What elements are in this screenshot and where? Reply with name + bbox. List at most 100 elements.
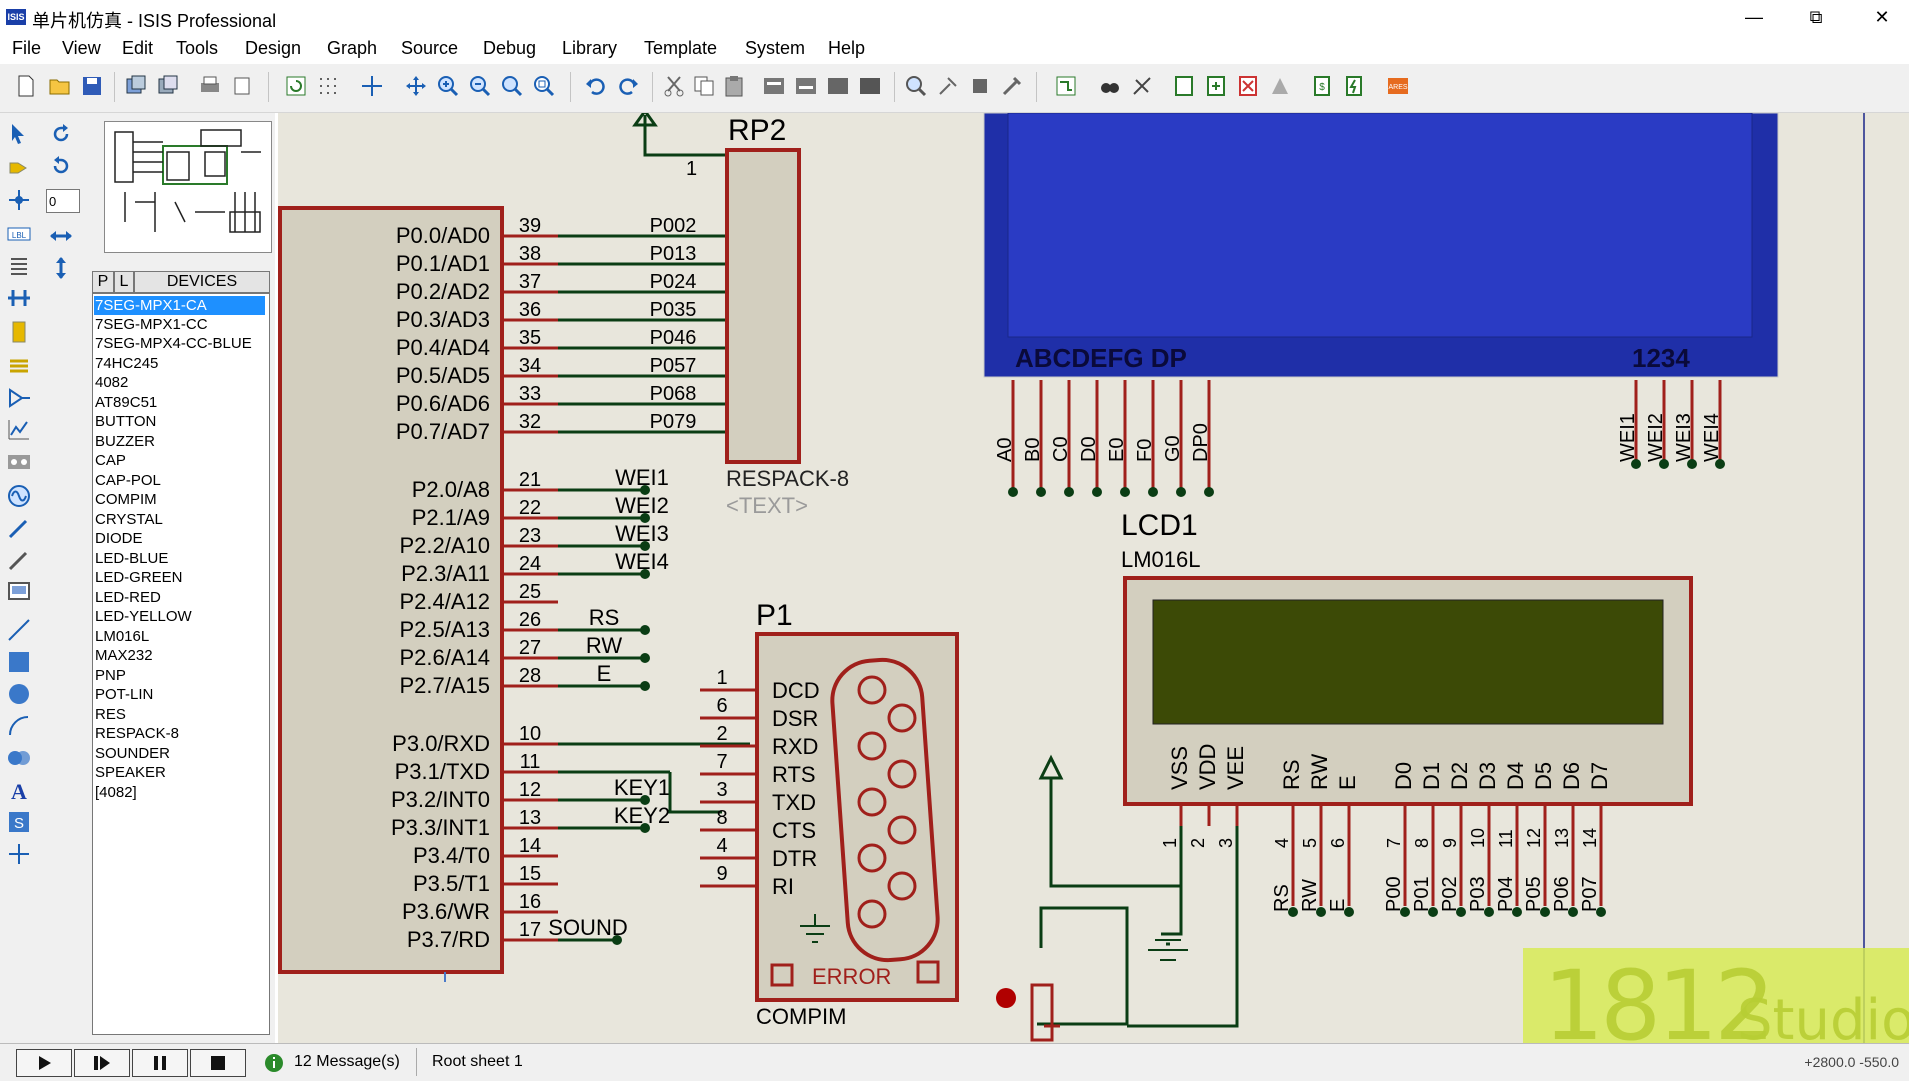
current-probe-icon[interactable] [6, 547, 32, 573]
redraw-icon[interactable] [284, 74, 308, 98]
false-origin-icon[interactable] [360, 74, 384, 98]
text-tool-icon[interactable]: A [6, 777, 32, 803]
device-item[interactable]: RES [95, 706, 126, 723]
zoom-in-icon[interactable] [436, 74, 460, 98]
device-item[interactable]: LED-BLUE [95, 550, 169, 567]
block-rotate-icon[interactable] [826, 74, 850, 98]
device-item[interactable]: CAP [95, 452, 126, 469]
mirror-x-icon[interactable] [48, 223, 74, 249]
generator-icon[interactable] [6, 483, 32, 509]
step-button[interactable] [74, 1049, 130, 1077]
menu-template[interactable]: Template [644, 38, 718, 58]
electrical-check-icon[interactable] [1342, 74, 1366, 98]
grid-toggle-icon[interactable] [316, 74, 340, 98]
zoom-area-icon[interactable] [532, 74, 556, 98]
print-icon[interactable] [198, 74, 222, 98]
play-button[interactable] [16, 1049, 72, 1077]
menu-tools[interactable]: Tools [176, 38, 219, 58]
rotate-cw-icon[interactable] [48, 121, 74, 147]
make-device-icon[interactable] [936, 74, 960, 98]
redo-icon[interactable] [616, 74, 640, 98]
menu-library[interactable]: Library [562, 38, 618, 58]
save-icon[interactable] [80, 74, 104, 98]
zoom-out-icon[interactable] [468, 74, 492, 98]
close-button[interactable]: ✕ [1874, 7, 1890, 27]
circle-tool-icon[interactable] [6, 681, 32, 707]
stop-button[interactable] [190, 1049, 246, 1077]
menu-source[interactable]: Source [401, 38, 459, 58]
netlist-to-ares-icon[interactable]: ARES [1386, 74, 1410, 98]
menu-file[interactable]: File [12, 38, 42, 58]
symbol-tool-icon[interactable]: S [6, 809, 32, 835]
device-item[interactable]: 4082 [95, 374, 129, 391]
device-item[interactable]: POT-LIN [95, 686, 154, 703]
block-delete-icon[interactable] [858, 74, 882, 98]
block-copy-icon[interactable] [762, 74, 786, 98]
mirror-y-icon[interactable] [48, 255, 74, 281]
device-item[interactable]: 7SEG-MPX4-CC-BLUE [95, 335, 252, 352]
subcircuit-icon[interactable] [6, 319, 32, 345]
export-section-icon[interactable] [156, 74, 180, 98]
exit-parent-icon[interactable] [1268, 74, 1292, 98]
terminals-icon[interactable] [6, 353, 32, 379]
wire-label-icon[interactable]: LBL [6, 221, 32, 247]
graph-mode-icon[interactable] [6, 417, 32, 443]
device-item[interactable]: MAX232 [95, 647, 153, 664]
device-item[interactable]: 7SEG-MPX1-CC [95, 316, 208, 333]
device-item[interactable]: LED-YELLOW [95, 608, 192, 625]
bill-of-materials-icon[interactable]: $ [1310, 74, 1334, 98]
device-item[interactable]: DIODE [95, 530, 143, 547]
menu-graph[interactable]: Graph [327, 38, 378, 58]
cut-icon[interactable] [662, 74, 686, 98]
potentiometer[interactable] [1030, 983, 1054, 1042]
menu-edit[interactable]: Edit [122, 38, 154, 58]
mcu-body[interactable] [278, 206, 504, 974]
paste-icon[interactable] [722, 74, 746, 98]
remove-sheet-icon[interactable] [1236, 74, 1260, 98]
copy-icon[interactable] [692, 74, 716, 98]
tape-recorder-icon[interactable] [6, 449, 32, 475]
library-manager-tab[interactable]: L [114, 271, 134, 293]
device-item[interactable]: BUZZER [95, 433, 155, 450]
device-item[interactable]: BUTTON [95, 413, 157, 430]
restore-button[interactable]: ⧉ [1809, 7, 1823, 27]
text-script-icon[interactable] [6, 253, 32, 279]
device-item[interactable]: LED-GREEN [95, 569, 183, 586]
line-tool-icon[interactable] [6, 617, 32, 643]
menu-system[interactable]: System [745, 38, 806, 58]
center-pan-icon[interactable] [404, 74, 428, 98]
minimize-button[interactable]: — [1745, 7, 1763, 27]
bus-icon[interactable] [6, 285, 32, 311]
device-item[interactable]: LED-RED [95, 589, 161, 606]
wire-autoroute-icon[interactable] [1054, 74, 1078, 98]
device-item[interactable]: LM016L [95, 628, 150, 645]
message-count[interactable]: 12 Message(s) [294, 1053, 400, 1070]
undo-icon[interactable] [584, 74, 608, 98]
junction-dot-icon[interactable] [6, 187, 32, 213]
rotate-ccw-icon[interactable] [48, 153, 74, 179]
voltage-probe-icon[interactable] [6, 515, 32, 541]
zoom-all-icon[interactable] [500, 74, 524, 98]
new-sheet-icon[interactable] [1172, 74, 1196, 98]
device-item[interactable]: SOUNDER [95, 745, 171, 762]
device-item[interactable]: [4082] [95, 784, 137, 801]
pick-device-icon[interactable] [904, 74, 928, 98]
device-item[interactable]: PNP [95, 667, 126, 684]
open-folder-icon[interactable] [48, 74, 72, 98]
packaging-tool-icon[interactable] [968, 74, 992, 98]
menu-design[interactable]: Design [245, 38, 302, 58]
menu-debug[interactable]: Debug [483, 38, 537, 58]
menu-help[interactable]: Help [828, 38, 866, 58]
marker-tool-icon[interactable] [6, 841, 32, 867]
device-item[interactable]: 74HC245 [95, 355, 159, 372]
print-area-icon[interactable] [230, 74, 254, 98]
arc-tool-icon[interactable] [6, 713, 32, 739]
search-tag-icon[interactable] [1098, 74, 1122, 98]
new-file-icon[interactable] [14, 74, 38, 98]
menu-view[interactable]: View [62, 38, 101, 58]
device-item[interactable]: AT89C51 [95, 394, 158, 411]
device-item[interactable]: CRYSTAL [95, 511, 163, 528]
rotation-angle-field[interactable]: 0 [46, 189, 80, 213]
decompose-icon[interactable] [1000, 74, 1024, 98]
